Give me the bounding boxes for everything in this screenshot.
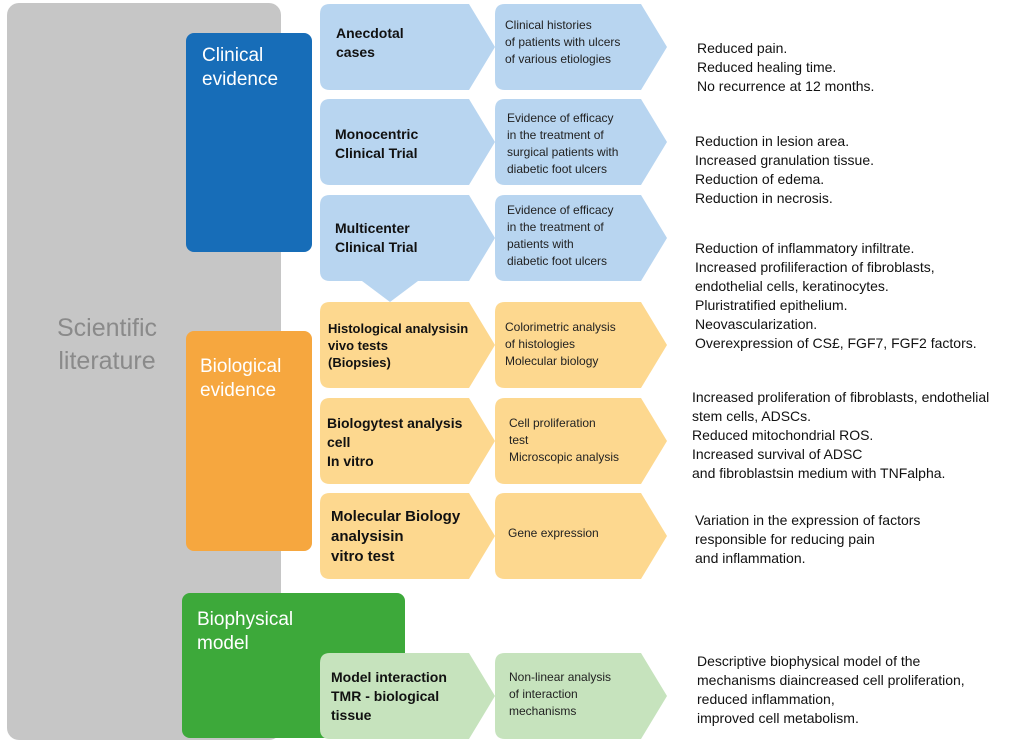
outcome-text-multicenter: Reduction of inflammatory infiltrate. In… — [695, 240, 977, 351]
detail-arrow-monocentric — [495, 99, 667, 185]
method-arrow-multicenter — [320, 195, 495, 281]
detail-label-molecular: Gene expression — [508, 526, 599, 540]
detail-arrow-multicenter — [495, 195, 667, 281]
method-label-biologytest: Biologytest analysis cell In vitro — [327, 415, 463, 469]
detail-label-multicenter: Evidence of efficacy in the treatment of… — [507, 203, 614, 268]
category-label-clinical: Clinical evidence — [202, 45, 279, 90]
outcome-text-monocentric: Reduction in lesion area. Increased gran… — [695, 133, 874, 206]
detail-arrow-anecdotal — [495, 4, 667, 90]
detail-label-model-interaction: Non-linear analysis of interaction mecha… — [509, 670, 612, 718]
method-label-anecdotal: Anecdotal cases — [336, 25, 404, 60]
detail-label-anecdotal: Clinical histories of patients with ulce… — [505, 18, 621, 66]
method-label-monocentric: Monocentric Clinical Trial — [335, 126, 419, 161]
detail-label-biologytest: Cell proliferation test Microscopic anal… — [509, 416, 620, 464]
detail-arrow-histological — [495, 302, 667, 388]
method-label-molecular: Molecular Biology analysisin vitro test — [331, 508, 461, 565]
outcome-text-anecdotal: Reduced pain. Reduced healing time. No r… — [697, 40, 875, 94]
detail-label-histological: Colorimetric analysis of histologies Mol… — [505, 320, 616, 368]
outcome-text-model-interaction: Descriptive biophysical model of the mec… — [697, 653, 965, 726]
method-label-model-interaction: Model interaction TMR - biological tissu… — [331, 669, 447, 723]
category-box-clinical — [186, 33, 312, 252]
detail-arrow-biologytest — [495, 398, 667, 484]
outcome-text-biologytest: Increased proliferation of fibroblasts, … — [692, 389, 990, 481]
detail-arrow-model-interaction — [495, 653, 667, 739]
root-label: Scientific literature — [56, 314, 158, 375]
category-box-biological — [186, 331, 312, 551]
detail-arrow-molecular — [495, 493, 667, 579]
category-label-biophysical: Biophysical model — [197, 609, 294, 654]
category-label-biological: Biological evidence — [200, 356, 282, 401]
method-arrow-biologytest — [320, 398, 495, 484]
method-arrow-monocentric — [320, 99, 495, 185]
method-arrow-anecdotal — [320, 4, 495, 90]
method-arrow-molecular — [320, 493, 495, 579]
method-label-multicenter: Multicenter Clinical Trial — [335, 220, 418, 255]
method-arrow-histological — [320, 302, 495, 388]
method-arrow-model-interaction — [320, 653, 495, 739]
method-label-histological: Histological analysisin vivo tests (Biop… — [328, 321, 469, 370]
down-arrow-connector — [362, 281, 418, 302]
outcome-text-molecular: Variation in the expression of factors r… — [695, 512, 921, 566]
detail-label-monocentric: Evidence of efficacy in the treatment of… — [507, 111, 619, 176]
